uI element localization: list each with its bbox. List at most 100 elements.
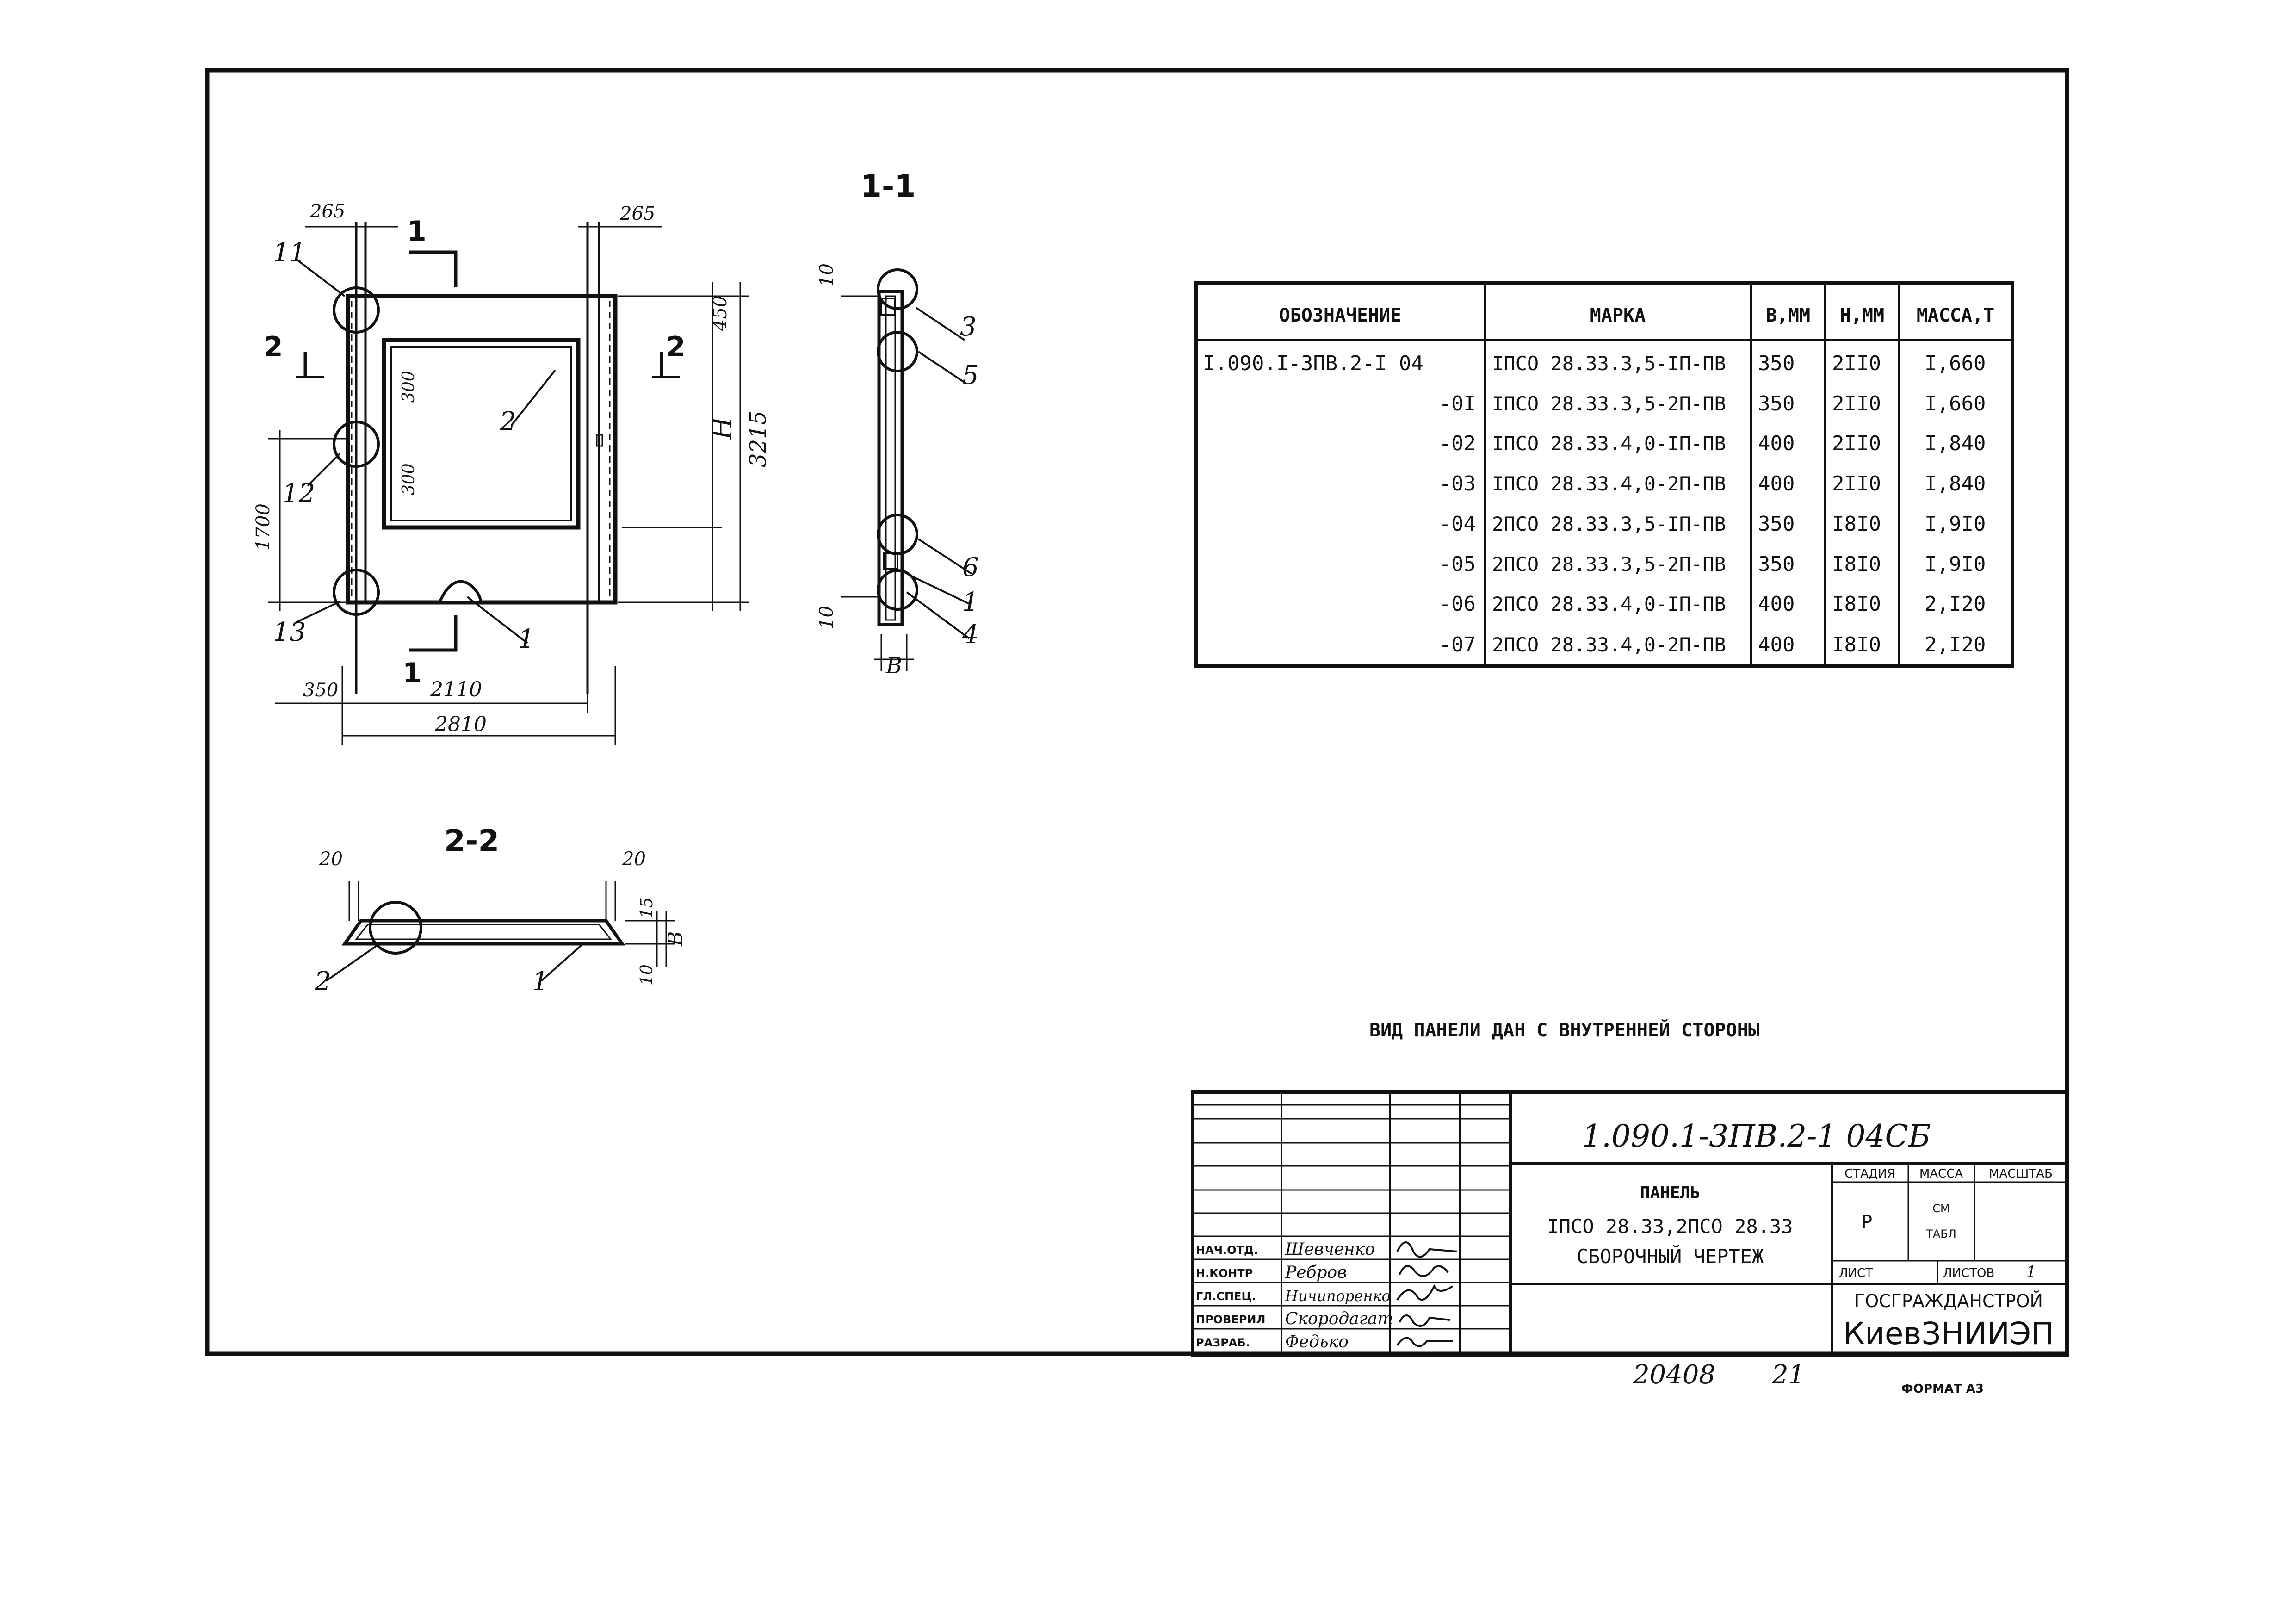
row-mark: 2ПСО 28.33.3,5-2П-ПВ — [1492, 553, 1726, 576]
spec-header-b: В,ММ — [1766, 305, 1810, 326]
cut-mark-1-bottom: 1 — [402, 657, 422, 689]
row-mark: 2ПСО 28.33.4,0-2П-ПВ — [1492, 633, 1726, 656]
s22-callout-1: 1 — [532, 967, 549, 997]
row-b: 350 — [1758, 352, 1795, 375]
table-row: I.090.I-3ПВ.2-I 04 IПСО 28.33.3,5-IП-ПВ … — [1203, 352, 1986, 375]
dim-450: 450 — [710, 296, 731, 331]
title-subtitle: СБОРОЧНЫЙ ЧЕРТЕЖ — [1577, 1245, 1764, 1268]
callout-11: 11 — [273, 238, 306, 268]
s11-dim-10-bottom: 10 — [816, 606, 837, 629]
title-word: ПАНЕЛЬ — [1640, 1184, 1700, 1203]
spec-header-mass: МАССА,Т — [1917, 305, 1995, 326]
dim-1700: 1700 — [253, 503, 274, 551]
dim-265-right: 265 — [619, 203, 655, 224]
row-mark: IПСО 28.33.4,0-2П-ПВ — [1492, 472, 1726, 495]
row-mass: I,840 — [1925, 472, 1986, 496]
title-marks: IПСО 28.33,2ПСО 28.33 — [1547, 1215, 1793, 1238]
inventory-number: 20408 — [1633, 1360, 1715, 1390]
role-head-dept: НАЧ.ОТД. — [1196, 1244, 1258, 1257]
row-designation: -06 — [1439, 592, 1476, 616]
callout-13: 13 — [273, 617, 306, 647]
stage-header: СТАДИЯ — [1844, 1167, 1895, 1181]
row-mass: 2,I20 — [1925, 592, 1986, 616]
s11-callout-3: 3 — [960, 312, 977, 342]
row-b: 350 — [1758, 552, 1795, 576]
role-norm-control: Н.КОНТР — [1196, 1267, 1253, 1280]
section-1-1-label: 1-1 — [860, 168, 916, 204]
row-designation: I.090.I-3ПВ.2-I 04 — [1203, 352, 1423, 375]
title-block-text: 1.090.1-3ПВ.2-1 04СБ ПАНЕЛЬ IПСО 28.33,2… — [1196, 1118, 2054, 1351]
cut-mark-1-top: 1 — [407, 215, 427, 248]
s22-dim-20-right: 20 — [622, 849, 646, 870]
row-designation: -02 — [1439, 432, 1476, 455]
org-ministry: ГОСГРАЖДАНСТРОЙ — [1854, 1291, 2043, 1311]
row-b: 350 — [1758, 392, 1795, 415]
row-mass: I,9I0 — [1925, 552, 1986, 576]
s11-callout-5: 5 — [962, 360, 979, 391]
spec-table: ОБОЗНАЧЕНИЕ МАРКА В,ММ Н,ММ МАССА,Т I.09… — [1194, 281, 2014, 668]
s22-callout-2: 2 — [314, 967, 331, 997]
row-mark: IПСО 28.33.4,0-IП-ПВ — [1492, 432, 1726, 455]
row-h: 2II0 — [1832, 392, 1881, 415]
row-b: 400 — [1758, 472, 1795, 496]
callout-1: 1 — [518, 624, 535, 654]
signatures — [1396, 1241, 1458, 1347]
cut-mark-2-left: 2 — [264, 331, 283, 363]
row-mark: 2ПСО 28.33.3,5-IП-ПВ — [1492, 513, 1726, 535]
section-2-2 — [325, 881, 675, 982]
s11-dim-b: B — [885, 653, 902, 679]
spec-header-mark: МАРКА — [1590, 305, 1646, 326]
title-block — [1191, 1090, 2069, 1357]
row-mass: 2,I20 — [1925, 633, 1986, 657]
name-norm-control: Ребров — [1285, 1263, 1347, 1282]
org-institute: КиевЗНИИЭП — [1843, 1316, 2054, 1351]
row-h: 2II0 — [1832, 432, 1881, 455]
s22-dim-20-left: 20 — [319, 849, 343, 870]
s11-dim-10-top: 10 — [816, 263, 837, 287]
row-b: 400 — [1758, 633, 1795, 657]
section-2-2-label: 2-2 — [444, 823, 499, 859]
row-h: I8I0 — [1832, 592, 1881, 616]
document-code: 1.090.1-3ПВ.2-1 04СБ — [1582, 1118, 1931, 1154]
mass-value-2: ТАБЛ — [1925, 1227, 1956, 1240]
table-row: -04 2ПСО 28.33.3,5-IП-ПВ 350 I8I0 I,9I0 — [1439, 512, 1986, 536]
dim-350: 350 — [303, 680, 338, 701]
view-note: ВИД ПАНЕЛИ ДАН С ВНУТРЕННЕЙ СТОРОНЫ — [1369, 1019, 1759, 1041]
panel-elevation — [268, 222, 749, 745]
mass-header: МАССА — [1919, 1167, 1963, 1181]
name-head-dept: Шевченко — [1285, 1240, 1375, 1259]
s11-callout-1: 1 — [962, 587, 979, 617]
row-mark: IПСО 28.33.3,5-2П-ПВ — [1492, 392, 1726, 415]
table-row: -05 2ПСО 28.33.3,5-2П-ПВ 350 I8I0 I,9I0 — [1439, 552, 1986, 576]
row-h: 2II0 — [1832, 472, 1881, 496]
callout-2: 2 — [499, 407, 516, 437]
table-row: -06 2ПСО 28.33.4,0-IП-ПВ 400 I8I0 2,I20 — [1439, 592, 1986, 616]
s22-dim-15: 15 — [637, 897, 656, 918]
sheet-label: ЛИСТ — [1839, 1266, 1873, 1280]
row-mass: I,9I0 — [1925, 512, 1986, 536]
callout-12: 12 — [282, 478, 315, 508]
s11-callout-4: 4 — [962, 620, 979, 650]
section-2-2-labels: 20 20 15 B 10 2 1 — [314, 849, 687, 997]
row-h: I8I0 — [1832, 633, 1881, 657]
row-b: 350 — [1758, 512, 1795, 536]
sheet-number: 21 — [1771, 1360, 1805, 1390]
row-h: I8I0 — [1832, 512, 1881, 536]
sheets-value: 1 — [2026, 1263, 2036, 1281]
row-designation: -05 — [1439, 552, 1476, 576]
row-designation: -0I — [1439, 392, 1476, 415]
sheet-frame — [205, 68, 2069, 1356]
cut-mark-2-right: 2 — [666, 331, 686, 363]
name-developed: Федько — [1285, 1333, 1349, 1351]
table-row: -07 2ПСО 28.33.4,0-2П-ПВ 400 I8I0 2,I20 — [1439, 633, 1986, 657]
dim-2110: 2110 — [430, 678, 482, 701]
mass-value-1: СМ — [1932, 1202, 1949, 1215]
section-1-1-labels: 10 10 B 3 5 6 1 4 — [816, 263, 979, 679]
dim-2810: 2810 — [434, 713, 487, 736]
role-chief-spec: ГЛ.СПЕЦ. — [1196, 1290, 1256, 1303]
dim-h: H — [707, 416, 737, 440]
format-label: ФОРМАТ А3 — [1901, 1382, 1984, 1396]
row-h: 2II0 — [1832, 352, 1881, 375]
s11-callout-6: 6 — [962, 552, 979, 583]
